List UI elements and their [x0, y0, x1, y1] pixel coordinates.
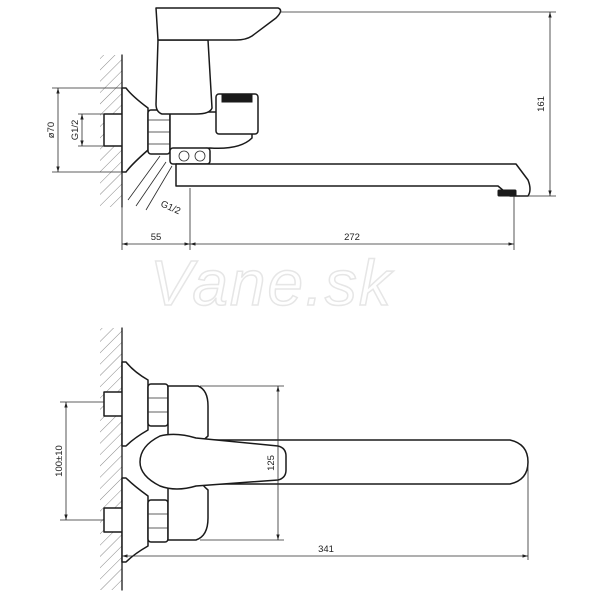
wall-section-front: [100, 328, 122, 590]
dim-flange-dia-label: ø70: [46, 122, 57, 138]
dim-wall-offset-label: 55: [151, 232, 162, 243]
upper-nut: [147, 383, 169, 427]
lower-flange: [121, 477, 149, 563]
watermark: Vane.sk: [150, 247, 394, 319]
dim-inlet-thread-label: G1/2: [70, 120, 81, 141]
lower-nut: [147, 499, 169, 543]
side-view: 161 ø70 G1/2 G1/2 55 272: [46, 7, 556, 250]
dim-total-length-label: 341: [318, 544, 334, 555]
cartridge-housing: [155, 39, 213, 115]
aerator: [497, 189, 517, 197]
dim-handle-height-label: 125: [266, 455, 277, 471]
diverter-knob-top: [221, 93, 253, 103]
spout-front: [209, 439, 529, 485]
wall-flange: [121, 87, 149, 173]
dim-inlet-spacing-label: 100±10: [54, 445, 65, 477]
dim-diverter-thread-label: G1/2: [159, 199, 182, 217]
lever-handle: [155, 7, 282, 41]
spout: [175, 163, 531, 197]
upper-flange: [121, 361, 149, 447]
dim-height-label: 161: [536, 96, 547, 112]
spout-collar: [169, 147, 211, 165]
dim-spout-reach-label: 272: [344, 232, 360, 243]
front-view: 100±10 125 341: [54, 327, 529, 591]
